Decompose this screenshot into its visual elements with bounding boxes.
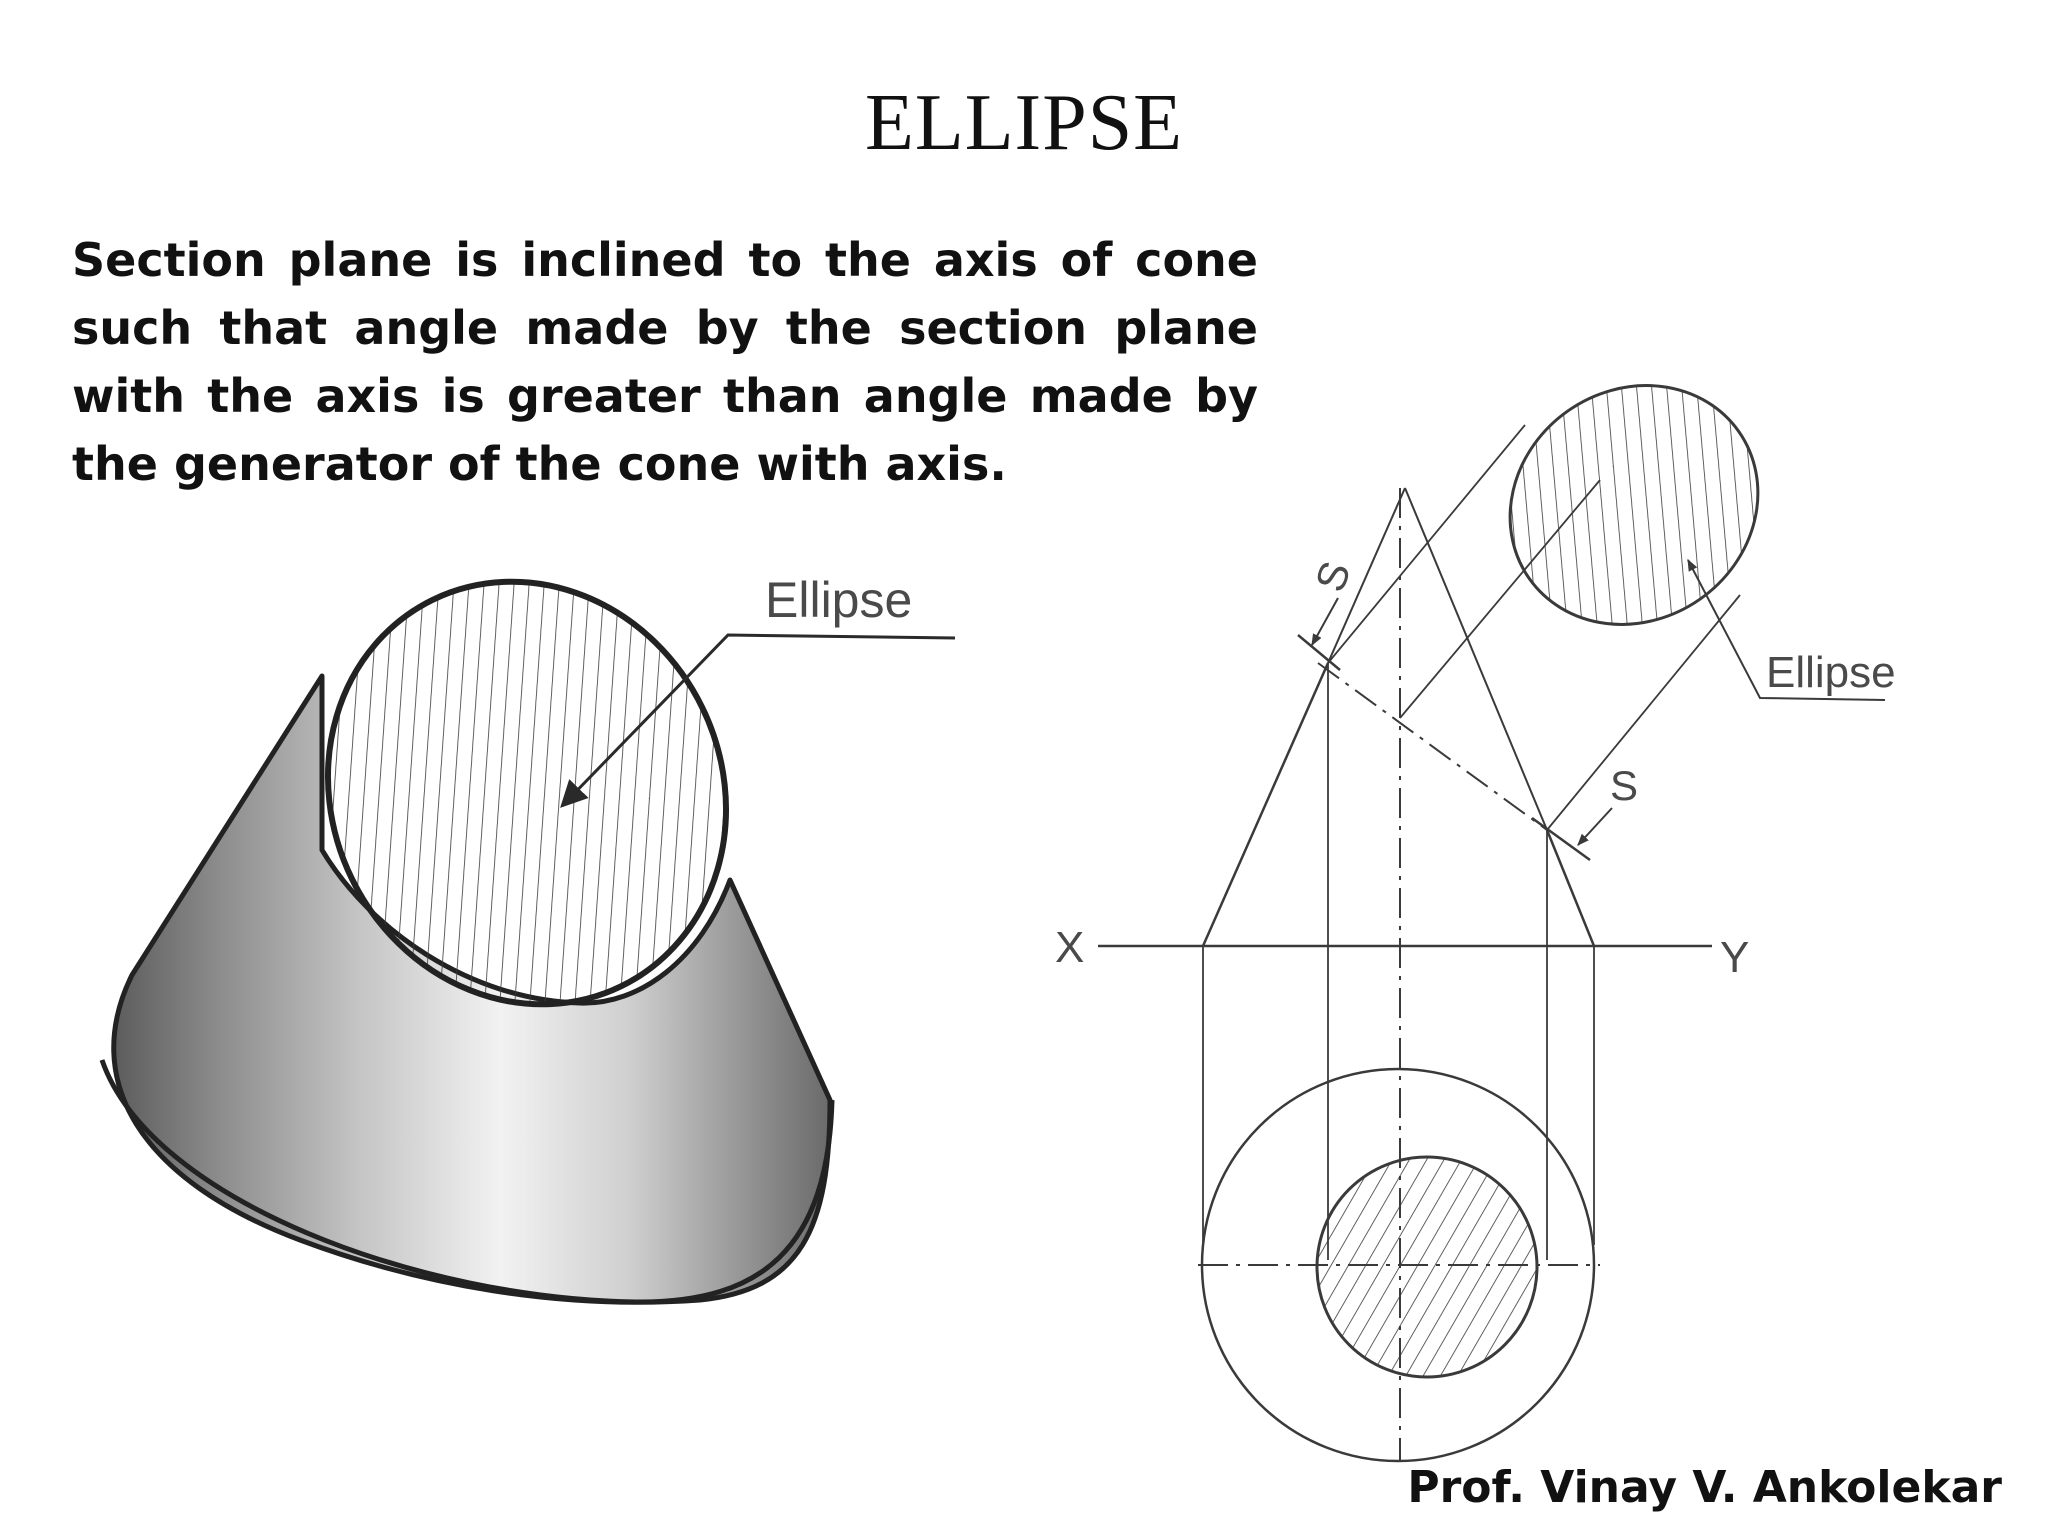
fv-right-generator-lower	[1545, 829, 1596, 947]
top-view-section-ellipse	[1315, 1155, 1539, 1379]
fv-left-generator	[1201, 662, 1330, 947]
section-arrow-top	[1311, 597, 1339, 647]
section-mark-bottom	[1531, 816, 1591, 862]
section-arrow-bottom	[1577, 807, 1613, 846]
label-y: Y	[1720, 933, 1749, 982]
true-shape-leader	[1687, 558, 1886, 701]
description-text: Section plane is inclined to the axis of…	[72, 233, 1258, 491]
slide-title: ELLIPSE	[864, 79, 1184, 167]
projector-top	[1327, 424, 1526, 664]
section-plane-line	[1317, 662, 1548, 831]
label-x: X	[1055, 923, 1084, 972]
cone-base-edge	[99, 1059, 835, 1305]
section-label-bottom: S	[1610, 762, 1638, 809]
true-shape-ellipse	[1508, 384, 1760, 626]
author-credit: Prof. Vinay V. Ankolekar	[1407, 1462, 2002, 1513]
ellipse-label-true-shape: Ellipse	[1766, 648, 1896, 697]
ellipse-label-pictorial: Ellipse	[765, 572, 912, 628]
ellipse-leader-line	[560, 633, 956, 808]
pictorial-cone: Ellipse	[99, 572, 956, 1305]
fv-apex-right-hidden	[1404, 487, 1548, 831]
fv-apex-left-hidden	[1327, 487, 1406, 664]
section-mark-top	[1297, 634, 1341, 671]
projector-bottom	[1546, 594, 1741, 831]
section-label-top: S	[1306, 555, 1360, 597]
ellipse-section	[325, 578, 729, 1008]
orthographic-views: X Y S S Ellipse	[1055, 384, 1896, 1463]
